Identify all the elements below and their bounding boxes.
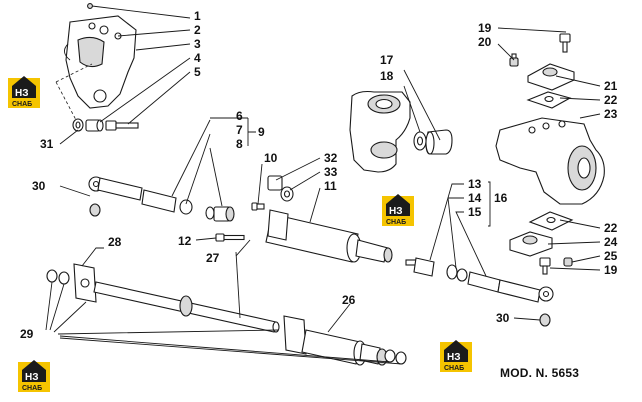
nut-7: [179, 199, 193, 215]
grease-nipple: [87, 3, 93, 9]
callout-9: 9: [258, 125, 265, 139]
axle-end-housing: [349, 90, 411, 173]
bolt-19-lower: [539, 257, 551, 275]
mount-plate-cylinder: [267, 209, 289, 241]
callout-33: 33: [324, 165, 338, 179]
callout-32: 32: [324, 151, 338, 165]
logo-subtitle: СНАБ: [444, 365, 464, 372]
logo-letters: НЗ: [25, 372, 39, 383]
steering-knuckle-right: [495, 117, 605, 205]
callout-15: 15: [468, 205, 482, 219]
callout-28: 28: [108, 235, 122, 249]
tie-rod-end-left: [88, 176, 143, 217]
model-code: MOD. N. 5653: [500, 366, 580, 380]
nut-14: [446, 264, 468, 282]
tie-rod-end-right: [497, 279, 554, 327]
bush-4: [85, 119, 104, 132]
callout-19a: 19: [478, 21, 492, 35]
callout-22b: 22: [604, 221, 618, 235]
bush-17: [425, 129, 453, 155]
callout-19b: 19: [604, 263, 618, 277]
knuckle-housing-left: [64, 15, 137, 109]
callout-29: 29: [20, 327, 34, 341]
mount-plate-28: [73, 263, 97, 303]
callout-8: 8: [236, 137, 243, 151]
callout-12: 12: [178, 234, 192, 248]
callout-18: 18: [380, 69, 394, 83]
callout-16: 16: [494, 191, 508, 205]
callout-26: 26: [342, 293, 356, 307]
cylinder-11: [265, 213, 393, 263]
callout-30a: 30: [32, 179, 46, 193]
bolt-10: [251, 202, 265, 211]
callout-31: 31: [40, 137, 54, 151]
callouts: 1 2 3 4 5 31 6 7 8 9 10 32 33 11 12 27 1…: [20, 9, 618, 341]
shim-22-lower: [528, 211, 574, 231]
callout-11: 11: [324, 179, 337, 193]
bearing-18: [413, 131, 427, 151]
callout-24: 24: [604, 235, 618, 249]
callout-27: 27: [206, 251, 220, 265]
cylinder-26: [283, 315, 388, 366]
callout-3: 3: [194, 37, 201, 51]
logo-letters: НЗ: [15, 88, 29, 99]
screw-12: [215, 233, 245, 242]
callout-17: 17: [380, 53, 394, 67]
callout-6: 6: [236, 109, 243, 123]
washer-31: [72, 118, 84, 132]
logo-letters: НЗ: [389, 206, 403, 217]
callout-2: 2: [194, 23, 201, 37]
callout-23: 23: [604, 107, 618, 121]
callout-5: 5: [194, 65, 201, 79]
logo-subtitle: СНАБ: [12, 101, 32, 108]
callout-13: 13: [468, 177, 482, 191]
watermark-logo-1: НЗ СНАБ: [8, 76, 40, 108]
logo-subtitle: СНАБ: [22, 385, 42, 392]
seal-rings-29: [46, 269, 407, 365]
callout-22a: 22: [604, 93, 618, 107]
callout-4: 4: [194, 51, 201, 65]
bolt-19-upper: [559, 33, 571, 53]
callout-25: 25: [604, 249, 618, 263]
bush-8: [205, 206, 235, 222]
watermark-logo-3: НЗ СНАБ: [18, 360, 50, 392]
shim-22-upper: [526, 91, 572, 109]
tube-6: [141, 189, 177, 213]
callout-10: 10: [264, 151, 278, 165]
cap-21: [527, 63, 575, 91]
cap-24: [509, 231, 553, 257]
callout-14: 14: [468, 191, 482, 205]
watermark-logo-4: НЗ СНАБ: [440, 340, 472, 372]
callout-7: 7: [236, 123, 243, 137]
watermark-logo-2: НЗ СНАБ: [382, 194, 414, 226]
callout-21: 21: [604, 79, 618, 93]
logo-letters: НЗ: [447, 352, 461, 363]
bolt-5: [105, 120, 139, 131]
rod-13: [405, 257, 435, 277]
callout-20: 20: [478, 35, 492, 49]
bracket-32-33: [267, 175, 294, 202]
logo-subtitle: СНАБ: [386, 219, 406, 226]
leader-lines: [45, 5, 601, 365]
callout-30b: 30: [496, 311, 510, 325]
plug-25: [563, 257, 573, 267]
piston-rod-27: [93, 281, 280, 333]
grease-fitting-20: [509, 53, 519, 67]
callout-1: 1: [194, 9, 201, 23]
tube-15: [467, 271, 501, 293]
